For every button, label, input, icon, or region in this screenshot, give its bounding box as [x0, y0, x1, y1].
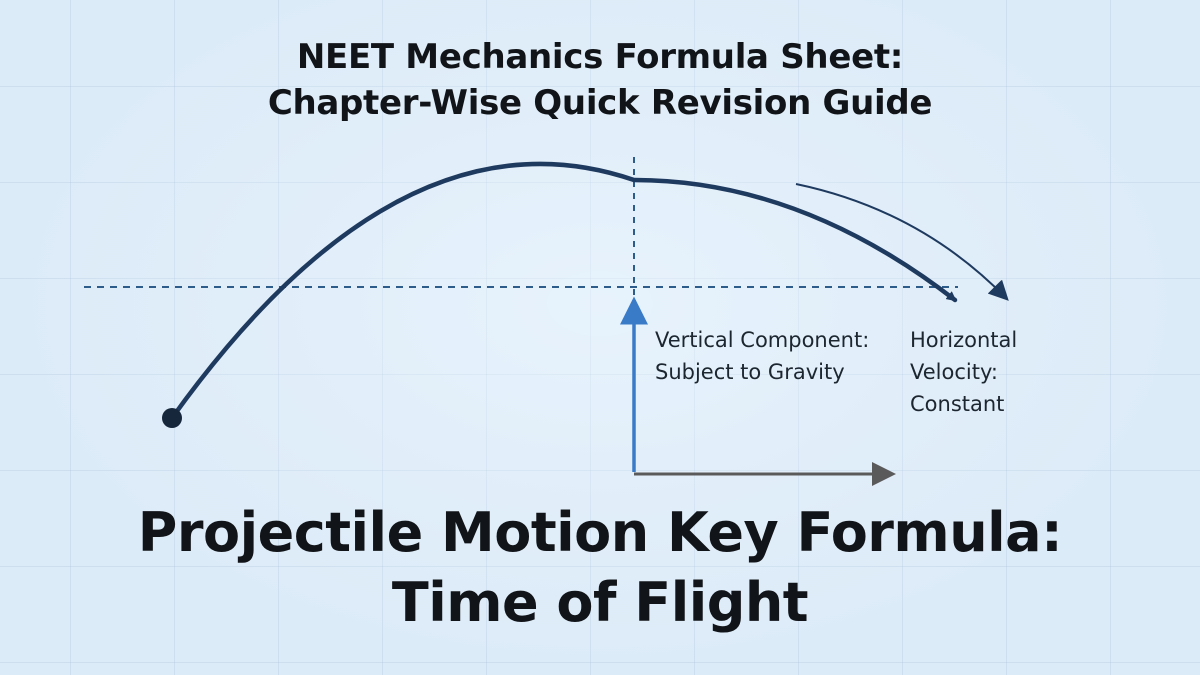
- horizontal-velocity-label-line-3: Constant: [910, 392, 1005, 416]
- horizontal-velocity-label-line-2: Velocity:: [910, 360, 998, 384]
- vertical-component-label-line-1: Vertical Component:: [655, 328, 870, 352]
- vertical-component-label-line-2: Subject to Gravity: [655, 360, 845, 384]
- direction-arrow: [795, 183, 1009, 301]
- trajectory-curve: [169, 161, 958, 421]
- main-title: Projectile Motion Key Formula: Time of F…: [0, 498, 1200, 638]
- page-title-line-2: Chapter-Wise Quick Revision Guide: [267, 83, 933, 123]
- page-title-line-1: NEET Mechanics Formula Sheet:: [296, 37, 904, 77]
- main-title-line-2: Time of Flight: [391, 571, 809, 634]
- launch-point: [162, 408, 182, 428]
- page-title: NEET Mechanics Formula Sheet: Chapter-Wi…: [0, 34, 1200, 126]
- horizontal-velocity-label: Horizontal Velocity: Constant: [910, 324, 1050, 420]
- vertical-component-label: Vertical Component: Subject to Gravity: [655, 324, 917, 388]
- main-title-line-1: Projectile Motion Key Formula:: [137, 501, 1063, 564]
- horizontal-velocity-label-line-1: Horizontal: [910, 328, 1018, 352]
